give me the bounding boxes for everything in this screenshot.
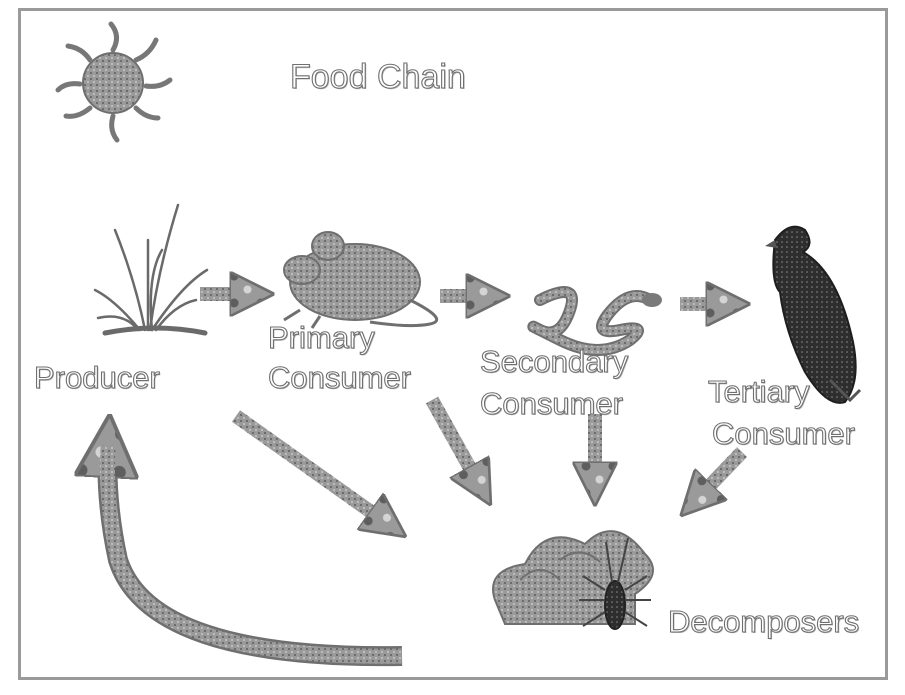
mouse-icon (284, 232, 437, 328)
tertiary-consumer-label-line1: Tertiary (708, 376, 810, 407)
primary-consumer-label-line1: Primary (268, 322, 375, 353)
decomposers-label: Decomposers (668, 606, 859, 637)
grass-plant-icon (95, 205, 207, 333)
food-chain-arrows (107, 294, 742, 656)
arrow-decomposers-to-producer (107, 446, 402, 656)
diagram-title: Food Chain (290, 60, 466, 94)
secondary-consumer-label-line2: Consumer (480, 388, 623, 419)
sun-icon (58, 24, 170, 140)
arrow-producer-to-decomposers (236, 416, 388, 524)
primary-consumer-label-line2: Consumer (268, 362, 411, 393)
mushroom-and-insect-icon (493, 531, 653, 629)
snake-icon (533, 292, 662, 350)
producer-label: Producer (34, 362, 160, 393)
arrow-tertiary-to-decomposers (696, 452, 742, 500)
tertiary-consumer-label-line2: Consumer (712, 418, 855, 449)
secondary-consumer-label-line1: Secondary (480, 346, 628, 377)
arrow-primary-to-decomposers (432, 400, 480, 486)
